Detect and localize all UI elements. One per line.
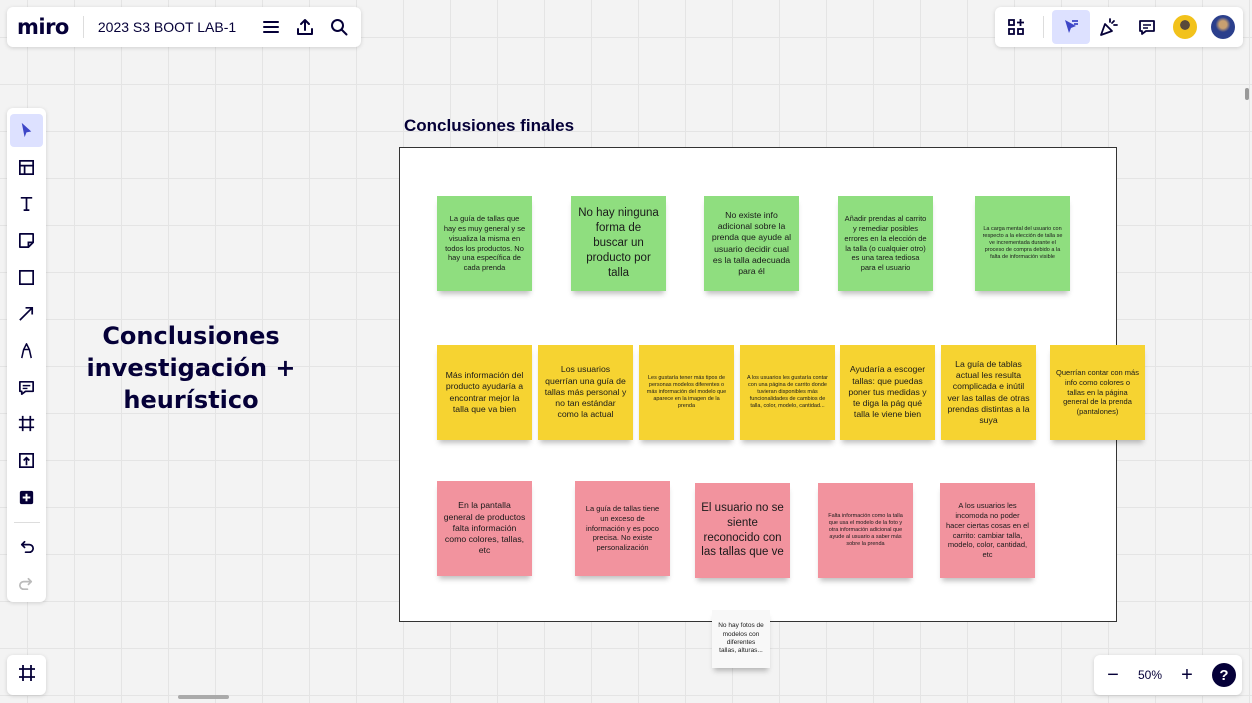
apps-icon[interactable] [997, 10, 1035, 44]
comment-icon[interactable] [10, 371, 43, 404]
sticky-note[interactable]: No hay fotos de modelos con diferentes t… [712, 610, 770, 668]
sticky-note[interactable]: Les gustaría tener más tipos de personas… [639, 345, 734, 440]
sticky-note[interactable]: A los usuarios les incomoda no poder hac… [940, 483, 1035, 578]
more-tools-icon[interactable] [10, 481, 43, 514]
top-right-toolbar [995, 7, 1243, 47]
avatar [1173, 15, 1197, 39]
sticky-note-icon[interactable] [10, 224, 43, 257]
board-title[interactable]: 2023 S3 BOOT LAB-1 [98, 19, 236, 35]
text-icon[interactable] [10, 187, 43, 220]
sticky-note[interactable]: Ayudaría a escoger tallas: que puedas po… [840, 345, 935, 440]
search-icon[interactable] [322, 10, 356, 44]
horizontal-scrollbar[interactable] [178, 695, 229, 699]
help-button[interactable]: ? [1212, 663, 1236, 687]
sticky-note[interactable]: La guía de tablas actual les resulta com… [941, 345, 1036, 440]
upload-icon[interactable] [10, 444, 43, 477]
sticky-note[interactable]: Los usuarios querrían una guía de tallas… [538, 345, 633, 440]
sticky-note[interactable]: La carga mental del usuario con respecto… [975, 196, 1070, 291]
sticky-note[interactable]: No existe info adicional sobre la prenda… [704, 196, 799, 291]
frames-panel-button[interactable] [7, 655, 46, 695]
undo-icon[interactable] [10, 531, 43, 564]
toolbar-divider [1043, 16, 1044, 38]
export-icon[interactable] [288, 10, 322, 44]
zoom-in-button[interactable]: + [1174, 662, 1200, 688]
sticky-note[interactable]: Querrían contar con más info como colore… [1050, 345, 1145, 440]
user-avatar-2[interactable] [1204, 10, 1242, 44]
zoom-out-button[interactable]: − [1100, 662, 1126, 688]
zoom-controls: − 50% + ? [1094, 655, 1242, 695]
left-toolbar [7, 108, 46, 602]
miro-logo[interactable]: miro [17, 15, 69, 39]
avatar [1211, 15, 1235, 39]
comments-icon[interactable] [1128, 10, 1166, 44]
redo-icon[interactable] [10, 567, 43, 600]
zoom-level[interactable]: 50% [1138, 668, 1162, 682]
board-heading[interactable]: Conclusiones investigación + heurístico [66, 320, 316, 416]
shape-icon[interactable] [10, 261, 43, 294]
user-avatar-1[interactable] [1166, 10, 1204, 44]
top-left-toolbar: miro 2023 S3 BOOT LAB-1 [7, 7, 361, 47]
templates-icon[interactable] [10, 151, 43, 184]
sticky-note[interactable]: La guía de tallas tiene un exceso de inf… [575, 481, 670, 576]
menu-icon[interactable] [254, 10, 288, 44]
reactions-icon[interactable] [1090, 10, 1128, 44]
select-icon[interactable] [10, 114, 43, 147]
toolbar-divider [83, 16, 84, 38]
pen-icon[interactable] [10, 334, 43, 367]
sticky-note[interactable]: Más información del producto ayudaría a … [437, 345, 532, 440]
arrow-icon[interactable] [10, 297, 43, 330]
sticky-note[interactable]: No hay ninguna forma de buscar un produc… [571, 196, 666, 291]
sticky-note[interactable]: A los usuarios les gustaría contar con u… [740, 345, 835, 440]
sticky-note[interactable]: El usuario no se siente reconocido con l… [695, 483, 790, 578]
sticky-note[interactable]: Añadir prendas al carrito y remediar pos… [838, 196, 933, 291]
vertical-scrollbar[interactable] [1245, 88, 1249, 100]
cursor-collab-icon[interactable] [1052, 10, 1090, 44]
frame-icon[interactable] [10, 408, 43, 441]
sticky-note[interactable]: Falta información como la talla que usa … [818, 483, 913, 578]
frame-icon [17, 663, 37, 688]
frame-title[interactable]: Conclusiones finales [404, 116, 574, 136]
sticky-note[interactable]: En la pantalla general de productos falt… [437, 481, 532, 576]
toolbar-divider [14, 522, 40, 523]
sticky-note[interactable]: La guía de tallas que hay es muy general… [437, 196, 532, 291]
